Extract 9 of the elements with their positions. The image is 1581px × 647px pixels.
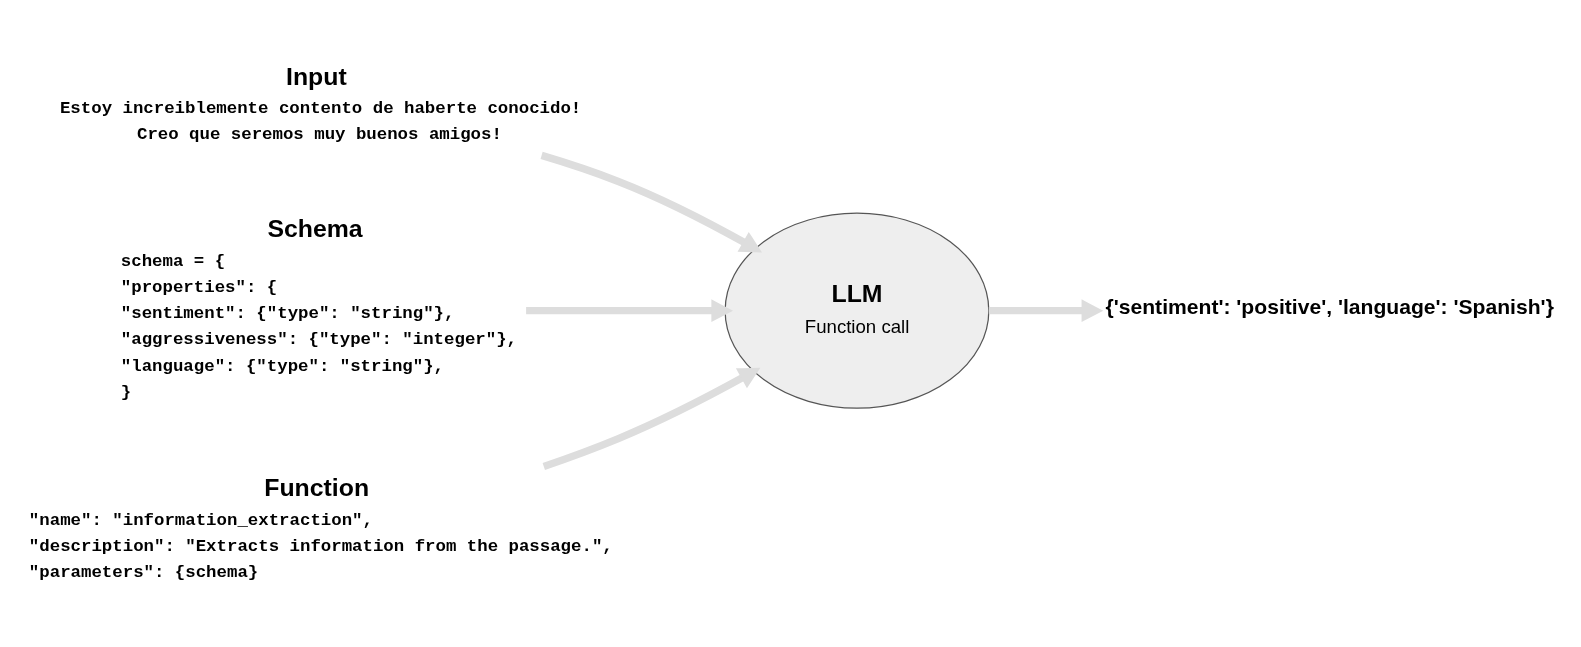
arrow [542, 367, 761, 470]
arrow [540, 151, 762, 252]
arrow [988, 298, 1104, 322]
node-text: Schema schema = { "properties": { "sentiment": {"type": "string"}, "aggressiveness": {"type": "integer"}, "language": {"type": "string"}, } [120, 214, 518, 402]
node-text: Input Estoy increiblemente contento de haberte conocido! Creo que seremos muy buenos amigos! [59, 62, 582, 144]
node-text: Function "name": "information_extraction", "description": "Extracts information from the passage.", "parameters": {schema} [28, 473, 613, 582]
arrow [526, 298, 734, 322]
node-text: {'sentiment': 'positive', 'language': 'Spanish'} [1105, 295, 1554, 318]
node-ellipse: LLM Function call [724, 212, 990, 409]
